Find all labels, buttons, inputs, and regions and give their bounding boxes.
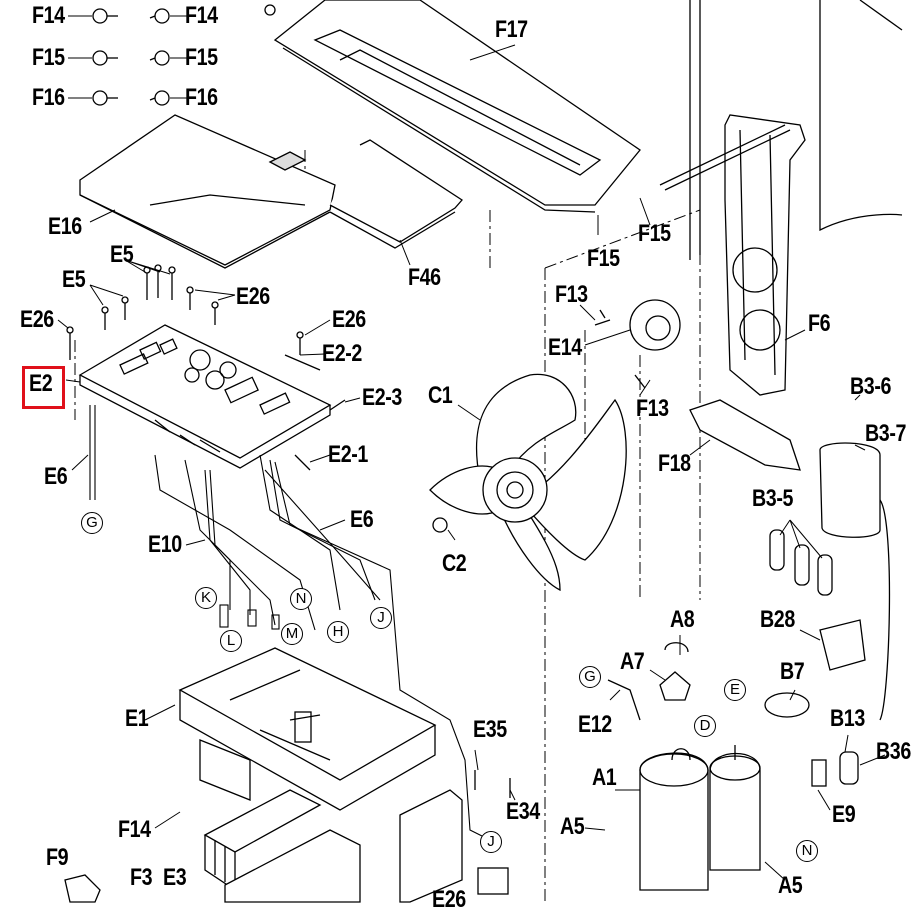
label-a5-left: A5 [560,813,585,840]
parts-b3 [764,442,881,787]
label-f13-lower: F13 [636,395,669,422]
screw-set-f14-f16 [92,4,276,106]
motor-bracket-f6 [659,114,806,396]
label-e2-3: E2-3 [362,384,402,411]
label-e5-upper: E5 [110,241,134,268]
label-e34: E34 [506,798,540,825]
heat-exchanger [689,0,903,721]
top-cover-f17 [273,0,641,213]
label-e2: E2 [29,370,53,397]
label-b36: B36 [876,738,911,765]
exploded-parts-diagram [57,0,903,903]
label-e5-left: E5 [62,266,86,293]
label-c2: C2 [442,550,467,577]
label-f16-left: F16 [32,84,65,111]
label-b3-7: B3-7 [865,420,907,447]
connector-label-j-lower: J [480,831,502,853]
label-e26-pcb: E26 [332,306,366,333]
label-e9: E9 [832,801,856,828]
label-b28: B28 [760,606,795,633]
label-e1: E1 [125,705,149,732]
label-e10: E10 [148,531,182,558]
connector-label-n-right: N [796,840,818,862]
label-e3: E3 [163,864,187,891]
wiring-harnesses [89,405,491,841]
label-f14-left: F14 [32,2,65,29]
label-b13: B13 [830,705,865,732]
connector-label-g-right: G [579,666,601,688]
connector-label-j-upper: J [370,607,392,629]
label-e14: E14 [548,334,582,361]
label-b3-6: B3-6 [850,373,892,400]
connector-label-m: M [281,623,303,645]
label-c1: C1 [428,382,453,409]
label-e2-2: E2-2 [322,340,362,367]
label-f15-right: F15 [185,44,218,71]
connector-label-n-left: N [290,588,312,610]
panel-f3 [224,829,361,903]
label-f13-upper: F13 [555,281,588,308]
label-e26-right: E26 [236,283,270,310]
label-f46: F46 [408,264,441,291]
part-f9 [64,874,101,903]
screws-e5-e26 [66,264,346,471]
insulation-f46 [329,139,463,249]
label-f9: F9 [46,844,69,871]
heat-sink-e3 [203,789,322,892]
label-b7: B7 [780,658,805,685]
label-f18: F18 [658,450,691,477]
label-f6: F6 [808,310,831,337]
terminal-bracket [399,770,511,903]
connector-label-k: K [195,587,217,609]
label-f17: F17 [495,16,528,43]
label-f3: F3 [130,864,153,891]
bracket-f18 [689,399,801,471]
connector-label-d: D [694,715,716,737]
main-pcb-e2 [78,324,332,469]
label-e6-right: E6 [350,506,374,533]
label-b3-5: B3-5 [752,485,794,512]
label-e16: E16 [48,213,82,240]
fan-motor-e14 [594,299,681,389]
leader-lines [57,15,886,881]
label-f14-right: F14 [185,2,218,29]
label-e12: E12 [578,711,612,738]
connector-label-e: E [724,679,746,701]
label-a7: A7 [620,648,645,675]
connector-label-h: H [327,621,349,643]
propeller-fan-c1 [429,373,627,592]
label-a8: A8 [670,606,695,633]
label-e26-bottom: E26 [432,886,466,913]
label-e2-1: E2-1 [328,441,368,468]
label-f15-left: F15 [32,44,65,71]
label-e6-left: E6 [44,463,68,490]
control-box-cover-e16 [79,114,336,269]
label-f16-right: F16 [185,84,218,111]
label-f15-upper: F15 [638,220,671,247]
connector-label-l: L [220,630,242,652]
control-box-e1 [178,647,437,811]
label-e26-left: E26 [20,306,54,333]
compressor-a1 [607,642,761,891]
label-f15-center: F15 [587,245,620,272]
highlight-box-e2 [22,366,65,409]
label-e35: E35 [473,716,507,743]
label-f14-bottom: F14 [118,816,151,843]
label-a1: A1 [592,764,617,791]
connector-label-g-left: G [81,512,103,534]
label-a5-right: A5 [778,872,803,899]
